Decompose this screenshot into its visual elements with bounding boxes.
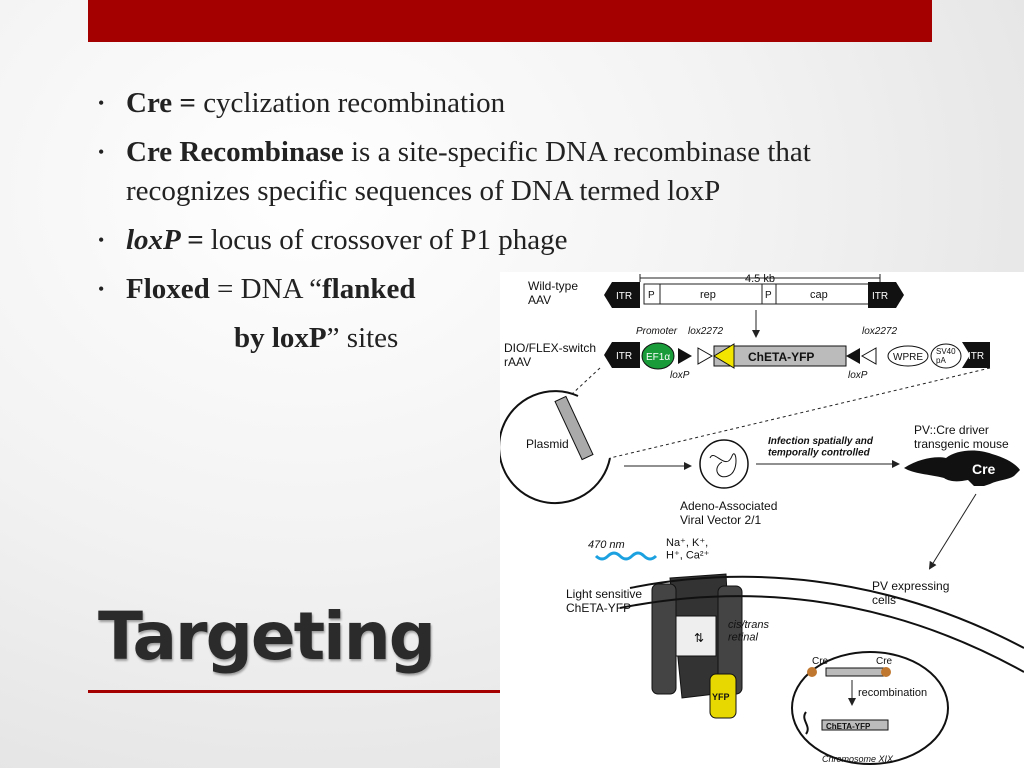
wpre-element [887, 345, 929, 367]
cheta-small-label: ChETA-YFP [826, 722, 871, 731]
cell-membrane [629, 575, 1024, 649]
itr-right-label: ITR [872, 291, 888, 302]
bullet-list: • Cre = cyclization recombination • Cre Re… [98, 84, 811, 368]
cheta-arrowhead [713, 343, 735, 369]
isomer-arrow: ⇅ [694, 631, 704, 645]
ions-label: Na⁺, K⁺,H⁺, Ca²⁺ [666, 537, 710, 562]
cre-label-1: Cre [812, 656, 829, 667]
bullet-term: Floxed [126, 273, 210, 305]
bullet-item-loxp: • loxP = locus of crossover of P1 phage [98, 221, 926, 260]
loxp-triangle-1 [678, 348, 692, 364]
bullet-text: is a site-specific DNA recombinase that … [126, 136, 811, 207]
itr-dio-left-label: ITR [616, 351, 632, 362]
dio-construct-small [825, 667, 887, 677]
loxp-triangle-2 [846, 348, 860, 364]
loxp-label-1: loxP [670, 370, 690, 381]
bullet-term-2: flanked [322, 273, 416, 305]
slide-title: Targeting [98, 598, 436, 675]
cre-protein-1 [807, 667, 817, 677]
bullet-text: locus of crossover of P1 phage [203, 224, 568, 256]
nm-label: 470 nm [588, 539, 625, 551]
retinal-inset [675, 615, 717, 657]
bullet-term: loxP = [126, 224, 204, 256]
itr-dio-right [962, 342, 990, 368]
ef1a-promoter [641, 342, 675, 370]
size-label: 4.5 kb [745, 273, 775, 285]
itr-dio-left [604, 342, 640, 368]
cre-label-2: Cre [876, 656, 893, 667]
sv40-element [930, 343, 962, 369]
bullet-dot: • [98, 230, 105, 250]
nucleus [791, 651, 949, 765]
lox2272-label-1: lox2272 [688, 326, 723, 337]
bullet-dot: • [98, 93, 105, 113]
cap-label: cap [810, 289, 828, 301]
ef1a-label: EF1α [646, 352, 670, 363]
loxp-label-2: loxP [848, 370, 868, 381]
lox2272-triangle-1 [697, 347, 714, 365]
rep-label: rep [700, 289, 716, 301]
plasmid-insert [554, 395, 594, 461]
light-wave [594, 551, 658, 561]
plasmid-label: Plasmid [526, 437, 569, 451]
itr-left-shape [604, 282, 640, 308]
lox2272-triangle-2 [860, 347, 877, 365]
bullet-dot: • [98, 279, 105, 299]
bullet-text: = DNA “ [209, 273, 322, 305]
top-accent-bar [88, 0, 932, 42]
bullet-item-cre: • Cre = cyclization recombination [98, 84, 518, 123]
cheta-label: ChETA-YFP [748, 350, 814, 364]
dash-line-2 [609, 367, 991, 459]
dash-line-1 [571, 367, 601, 395]
dna-coil [803, 711, 809, 735]
bullet-item-cre-recombinase: • Cre Recombinase is a site-specific DNA … [98, 133, 926, 211]
bullet-text: cyclization recombination [195, 87, 506, 119]
aav-genome [643, 283, 873, 305]
wpre-label: WPRE [893, 352, 923, 363]
yfp-barrel [709, 673, 737, 719]
bullet-item-floxed: • Floxed = DNA “flanked by loxP” sites [98, 270, 518, 358]
arrow-to-pv [928, 493, 977, 570]
bullet-dot: • [98, 142, 105, 162]
itr-dio-right-label: ITR [968, 351, 984, 362]
promoter-label: Promoter [636, 326, 678, 337]
title-underline [88, 690, 508, 693]
mouse-cre-label: Cre [972, 461, 996, 477]
cell-membrane-inner [619, 595, 1024, 673]
plasmid-circle [500, 390, 611, 505]
lox2272-label-2: lox2272 [862, 326, 897, 337]
itr-left-label: ITR [616, 291, 632, 302]
cre-protein-2 [881, 667, 891, 677]
cheta-recombined [821, 719, 889, 731]
bullet-text-2: ” sites [326, 322, 399, 354]
bullet-term-3: by loxP [234, 322, 327, 354]
p-label-2: P [765, 290, 772, 301]
chromosome-label: Chromosome XIX [822, 754, 894, 764]
bullet-term: Cre = [126, 87, 196, 119]
yfp-label: YFP [712, 692, 730, 702]
p-label-1: P [648, 290, 655, 301]
recombination-label: recombination [858, 687, 927, 699]
bullet-continuation: by loxP” sites [126, 319, 518, 358]
aav-dna [709, 453, 737, 478]
bullet-term: Cre Recombinase [126, 136, 344, 168]
aav-particle [699, 439, 749, 489]
mouse-silhouette [904, 450, 1020, 486]
itr-right-shape [868, 282, 904, 308]
